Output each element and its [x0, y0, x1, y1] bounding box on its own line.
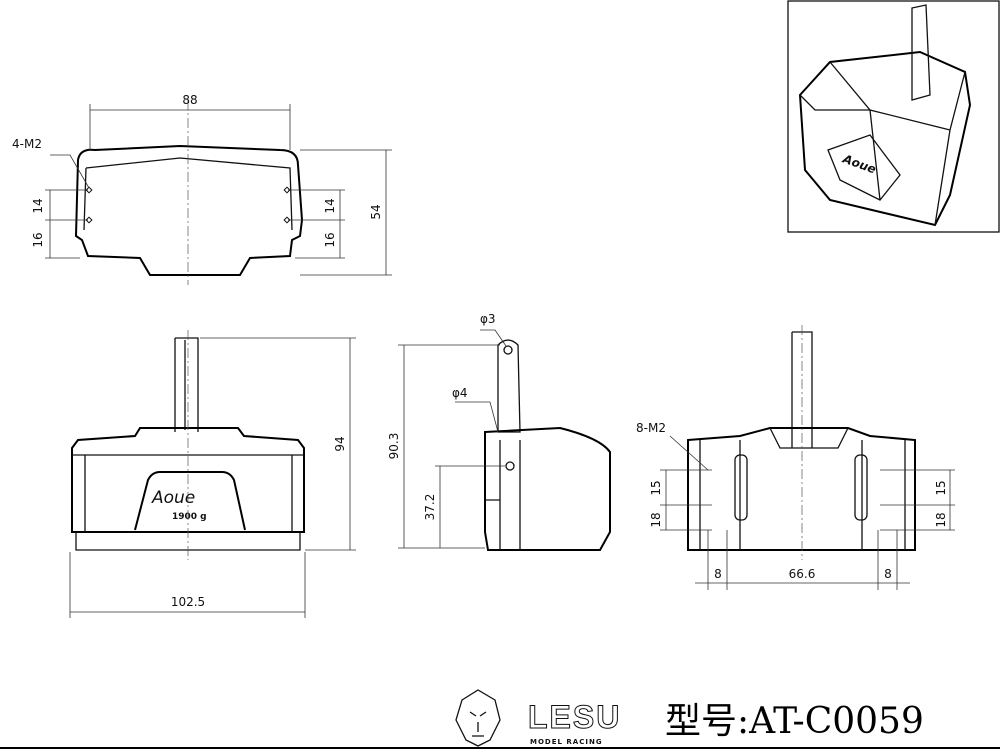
rear-view: 8-M2 15 18 15 18 8 66.6 8 [636, 325, 955, 590]
top-right-dim-14: 14 [323, 198, 337, 213]
top-left-dim-14: 14 [31, 198, 45, 213]
front-view: Aoue 1900 g 94 102.5 [69, 330, 356, 618]
rear-left-dim-18: 18 [649, 512, 663, 527]
rear-bottom-dim-right: 8 [884, 567, 892, 581]
top-right-dim-16: 16 [323, 232, 337, 247]
lion-logo-icon [455, 689, 501, 747]
side-mount-height-dim: 37.2 [423, 494, 437, 521]
title-block: LESU MODEL RACING 型号:AT-C0059 [0, 689, 1000, 749]
side-height-dim: 90.3 [387, 433, 401, 460]
rear-bottom-dim-center: 66.6 [789, 567, 816, 581]
front-brand-plate: Aoue [151, 488, 195, 508]
front-width-dim: 102.5 [171, 595, 205, 609]
top-thread-note: 4-M2 [12, 137, 42, 151]
model-number: 型号:AT-C0059 [665, 701, 924, 742]
top-left-dim-16: 16 [31, 232, 45, 247]
brand-subtitle: MODEL RACING [530, 738, 603, 746]
front-weight-label: 1900 g [172, 512, 207, 522]
top-width-dim: 88 [182, 93, 197, 107]
brand-logo-text: LESU [528, 699, 621, 735]
side-view: φ3 φ4 90.3 37.2 [387, 312, 611, 551]
side-hole-large: φ4 [452, 386, 468, 400]
top-height-dim: 54 [369, 204, 383, 219]
isometric-view-inset: Aoue [787, 0, 1000, 233]
rear-right-dim-15: 15 [934, 480, 948, 495]
top-view: 88 4-M2 14 16 14 16 54 [12, 93, 392, 285]
rear-right-dim-18: 18 [934, 512, 948, 527]
iso-brand-plate-text: Aoue [840, 151, 878, 176]
rear-left-dim-15: 15 [649, 480, 663, 495]
rear-thread-note: 8-M2 [636, 421, 666, 435]
front-height-dim: 94 [333, 436, 347, 451]
rear-bottom-dim-left: 8 [714, 567, 722, 581]
side-hole-small: φ3 [480, 312, 496, 326]
